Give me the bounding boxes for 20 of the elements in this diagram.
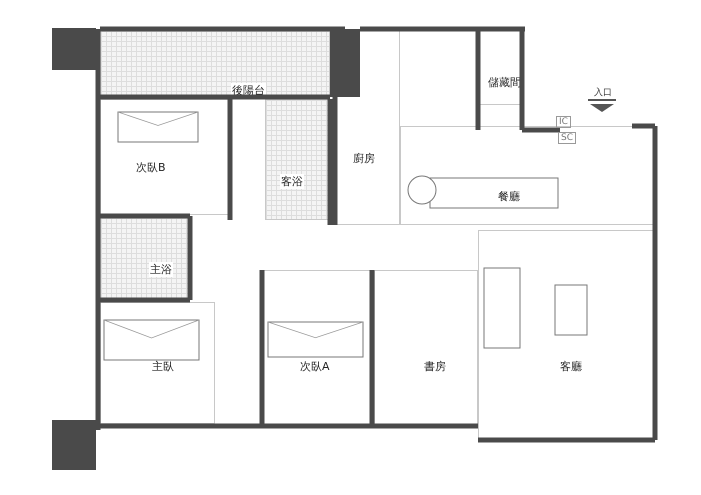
- entrance-label: 入口: [594, 86, 612, 99]
- room-name: 餐廳: [497, 189, 521, 204]
- room-area: [478, 230, 655, 440]
- room-name: 次臥A: [299, 359, 331, 374]
- room-area: [265, 99, 330, 220]
- symbol-label: IC: [556, 116, 571, 128]
- room-area: [100, 217, 190, 300]
- room-name: 書房: [423, 359, 447, 374]
- room-area: [100, 99, 230, 215]
- room-name: 客浴: [280, 174, 304, 189]
- room-name: 廚房: [352, 151, 376, 166]
- room-area: [400, 126, 655, 225]
- room-name: 客廳: [559, 359, 583, 374]
- room-name: 次臥B: [135, 160, 167, 175]
- room-area: [100, 30, 330, 96]
- room-area: [374, 270, 478, 425]
- symbol-label: SC: [558, 132, 576, 144]
- room-name: 主臥: [151, 359, 175, 374]
- room-name: 主浴: [149, 262, 173, 277]
- room-area: [100, 302, 215, 424]
